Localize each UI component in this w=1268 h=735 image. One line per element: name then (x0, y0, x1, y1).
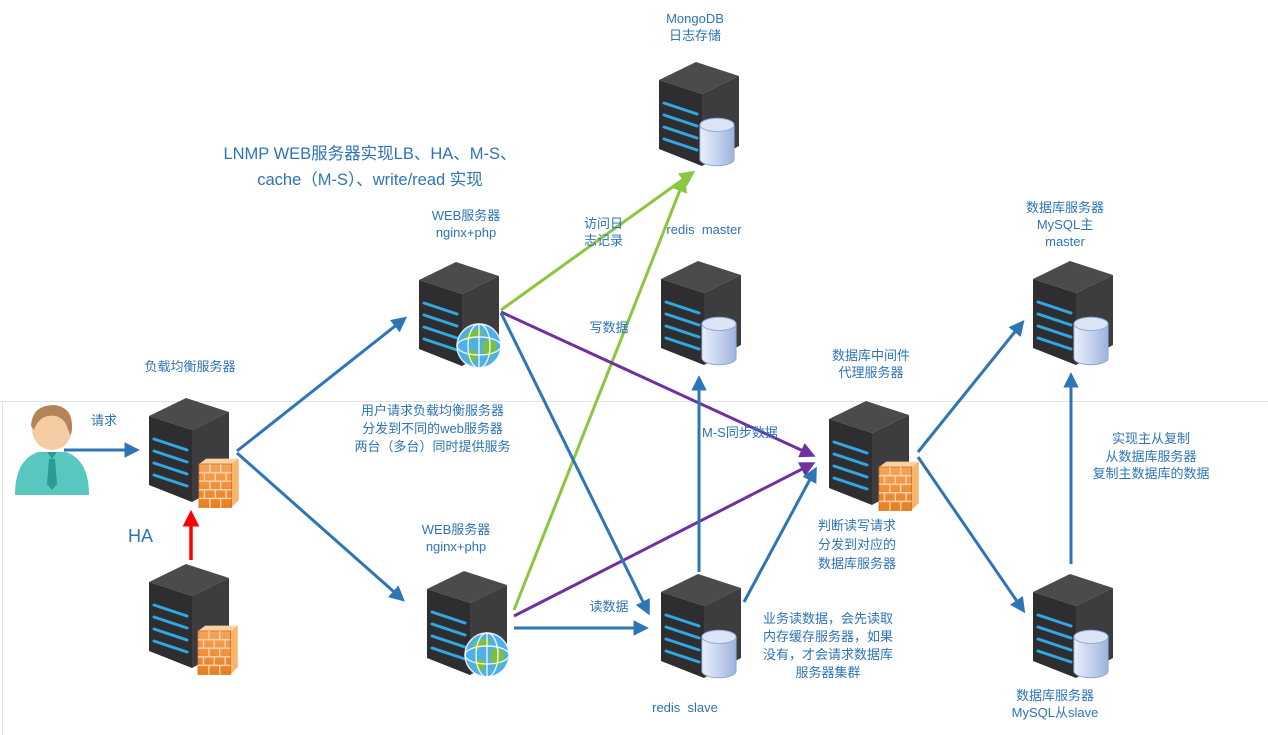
edge-label-request: 请求 (90, 413, 117, 428)
node-mysql-slave (1026, 568, 1120, 683)
node-web-server-2 (420, 565, 514, 680)
edge-lb-to-web2 (236, 451, 405, 602)
globe-icon (463, 631, 511, 679)
label-redis-master: redis master (666, 222, 742, 237)
page-border-vertical (2, 401, 3, 735)
database-cylinder-icon (700, 315, 738, 367)
database-cylinder-icon (1072, 315, 1110, 367)
edge-label-write-data: 写数据 (589, 320, 629, 335)
edge-web2-to-mongodb (512, 176, 687, 611)
database-cylinder-icon (698, 116, 736, 168)
edge-lb-to-web1 (236, 316, 408, 453)
node-mongodb (652, 56, 746, 171)
node-web-server-1 (412, 256, 506, 371)
label-web-server-2: WEB服务器 nginx+php (421, 522, 491, 554)
edge-web1-to-proxy (500, 310, 816, 458)
node-redis-master (654, 255, 748, 370)
edge-web1-to-mongodb (500, 170, 696, 312)
label-mysql-master: 数据库服务器 MySQL主 master (1025, 200, 1104, 249)
node-mysql-master (1026, 255, 1120, 370)
database-cylinder-icon (700, 628, 738, 680)
label-load-balancer: 负载均衡服务器 (144, 359, 236, 374)
edge-proxy-to-mysql-slave (916, 456, 1026, 614)
firewall-icon (875, 458, 921, 514)
node-ha-backup (142, 558, 236, 673)
annotation-proxy-note: 判断读写请求 分发到对应的 数据库服务器 (817, 518, 896, 571)
page-border-horizontal (0, 401, 1268, 402)
label-db-proxy: 数据库中间件 代理服务器 (831, 348, 910, 380)
database-cylinder-icon (1072, 628, 1110, 680)
annotation-lb-note: 用户请求负载均衡服务器 分发到不同的web服务器 两台（多台）同时提供服务 (354, 403, 511, 454)
node-load-balancer (142, 392, 236, 507)
label-web-server-1: WEB服务器 nginx+php (431, 208, 501, 240)
node-redis-slave (654, 568, 748, 683)
edge-label-ha: HA (128, 526, 154, 546)
label-mysql-slave: 数据库服务器 MySQL从slave (1011, 688, 1099, 720)
firewall-icon (194, 622, 240, 678)
edge-label-ms-sync: M-S同步数据 (702, 425, 778, 440)
edge-redis-slave-to-proxy (742, 466, 817, 603)
edge-proxy-to-mysql-master (916, 319, 1025, 453)
edge-label-access-log: 访问日 志记录 (584, 216, 624, 248)
firewall-icon (195, 455, 241, 511)
annotation-replication-note: 实现主从复制 从数据库服务器 复制主数据库的数据 (1092, 431, 1210, 481)
annotation-cache-note: 业务读数据，会先读取 内存缓存服务器，如果 没有，才会请求数据库 服务器集群 (762, 611, 893, 680)
diagram-title: LNMP WEB服务器实现LB、HA、M-S、 cache（M-S）、write… (223, 145, 517, 189)
edge-label-read-data: 读数据 (589, 599, 629, 614)
globe-icon (455, 322, 503, 370)
edge-web2-to-proxy (513, 462, 816, 618)
edge-web1-to-redis-slave (499, 312, 650, 616)
label-mongodb: MongoDB 日志存储 (666, 11, 724, 43)
label-redis-slave: redis slave (652, 700, 718, 715)
node-db-proxy (822, 395, 916, 510)
